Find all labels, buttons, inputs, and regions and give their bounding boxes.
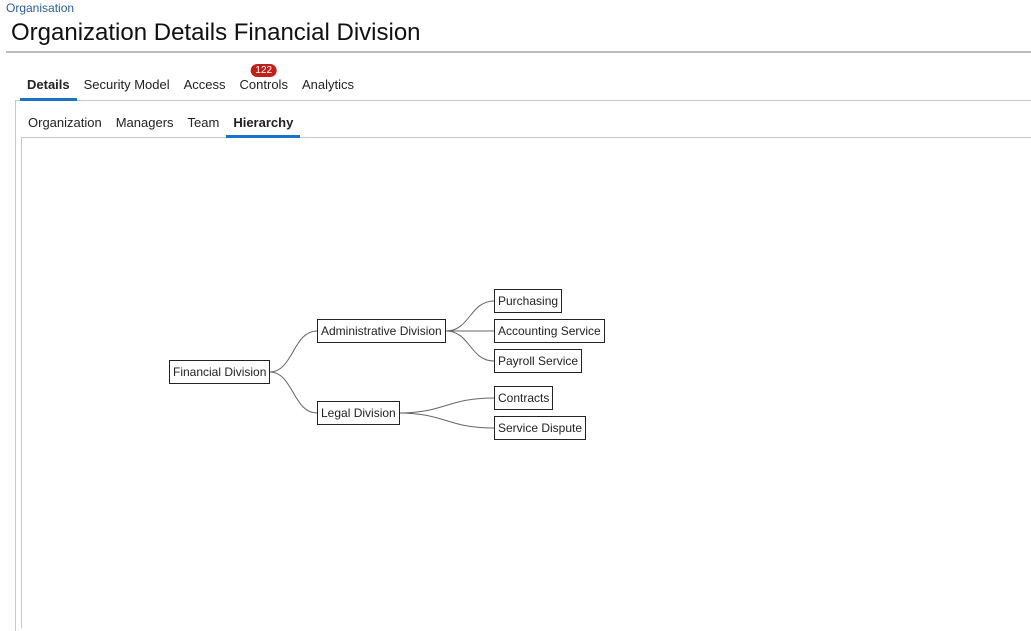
sub-tab-bar: Organization Managers Team Hierarchy [21, 108, 301, 138]
node-legal-division[interactable]: Legal Division [317, 401, 400, 425]
tab-controls[interactable]: 122 Controls [233, 64, 295, 101]
tab-label: Analytics [301, 77, 354, 92]
node-financial-division[interactable]: Financial Division [169, 360, 271, 384]
subtab-label: Team [187, 115, 220, 130]
subtab-label: Hierarchy [233, 115, 294, 130]
subtab-label: Organization [28, 115, 102, 130]
subtab-managers[interactable]: Managers [109, 108, 181, 138]
subtab-team[interactable]: Team [181, 108, 227, 138]
tab-label: Details [27, 77, 70, 92]
tab-details[interactable]: Details [20, 70, 77, 101]
tab-access[interactable]: Access [177, 70, 233, 101]
node-payroll-service[interactable]: Payroll Service [494, 349, 583, 373]
tab-label: Controls [239, 77, 288, 92]
node-purchasing[interactable]: Purchasing [494, 289, 563, 313]
subtab-organization[interactable]: Organization [21, 108, 109, 138]
tab-label: Security Model [83, 77, 170, 92]
tab-label: Access [183, 77, 226, 92]
node-service-dispute[interactable]: Service Dispute [494, 416, 587, 440]
node-contracts[interactable]: Contracts [494, 386, 554, 410]
page-title: Organization Details Financial Division [11, 19, 421, 46]
node-administrative-division[interactable]: Administrative Division [317, 319, 446, 343]
tab-security-model[interactable]: Security Model [77, 70, 177, 101]
subtab-label: Managers [115, 115, 174, 130]
details-panel [15, 100, 1031, 631]
title-divider [6, 51, 1031, 53]
breadcrumb[interactable]: Organisation [6, 1, 75, 15]
controls-count-badge: 122 [250, 64, 278, 77]
subtab-hierarchy[interactable]: Hierarchy [226, 108, 301, 138]
hierarchy-panel [21, 137, 1031, 628]
node-accounting-service[interactable]: Accounting Service [494, 319, 605, 343]
main-tab-bar: Details Security Model Access 122 Contro… [20, 64, 361, 101]
tab-analytics[interactable]: Analytics [295, 70, 361, 101]
